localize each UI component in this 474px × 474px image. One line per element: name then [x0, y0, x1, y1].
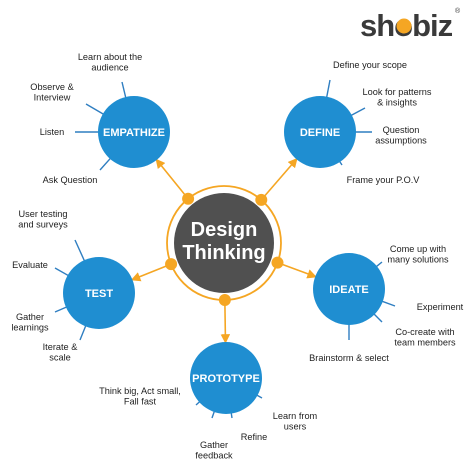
ideate-item-label: Experiment	[417, 302, 464, 312]
prototype-item-label: Refine	[241, 432, 268, 442]
define-connector-arrow	[260, 157, 298, 201]
prototype-label: PROTOTYPE	[192, 373, 260, 385]
spoke-lines	[54, 79, 396, 419]
test-connector-arrow	[130, 263, 172, 282]
ideate-spoke-line	[380, 300, 396, 307]
test-label: TEST	[85, 288, 113, 300]
empathize-spoke-line	[85, 103, 105, 116]
test-spoke-line	[54, 305, 69, 313]
empathize-spoke-line	[121, 81, 127, 100]
logo-dot-icon	[396, 18, 412, 34]
prototype-item-label: Think big, Act small,Fall fast	[99, 386, 181, 407]
empathize-label: EMPATHIZE	[103, 127, 165, 139]
center-circle	[174, 193, 274, 293]
empathize-node: EMPATHIZE	[98, 96, 170, 168]
empathize-item-label: Observe &Interview	[30, 82, 73, 103]
ideate-node: IDEATE	[313, 253, 385, 325]
test-circle	[63, 257, 135, 329]
center-ring	[166, 185, 282, 301]
empathize-item-label: Listen	[40, 127, 65, 137]
empathize-circle	[98, 96, 170, 168]
define-item-label: Define your scope	[333, 60, 407, 70]
empathize-connector-arrow	[155, 158, 189, 200]
empathize-item-label: Ask Question	[43, 175, 98, 185]
prototype-node: PROTOTYPE	[190, 342, 262, 414]
shobiz-logo: shobiz ®	[360, 7, 461, 43]
define-label: DEFINE	[300, 127, 340, 139]
prototype-circle	[190, 342, 262, 414]
test-spoke-line	[74, 239, 86, 263]
test-item-label: Iterate &scale	[43, 342, 78, 363]
test-spoke-line	[54, 267, 70, 277]
define-item-label: Frame your P.O.V	[347, 175, 421, 185]
define-circle	[284, 96, 356, 168]
ideate-label: IDEATE	[329, 284, 369, 296]
center-title-line2: Thinking	[182, 242, 265, 264]
define-item-label: Look for patterns& insights	[363, 87, 432, 108]
logo-registered-mark: ®	[455, 7, 461, 15]
prototype-connector-arrow	[220, 299, 231, 344]
define-spoke-line	[349, 107, 366, 117]
test-node: TEST	[63, 257, 135, 329]
ideate-spoke-line	[372, 312, 383, 323]
test-item-label: Evaluate	[12, 260, 48, 270]
ideate-connector-arrow	[277, 261, 317, 279]
ideate-item-label: Brainstorm & select	[309, 353, 389, 363]
ideate-circle	[313, 253, 385, 325]
define-node: DEFINE	[284, 96, 356, 168]
center-node: Design Thinking	[166, 185, 282, 301]
define-spoke-line	[325, 79, 331, 99]
center-title-line1: Design	[191, 219, 258, 241]
test-spoke-line	[79, 324, 87, 341]
empathize-spoke-line	[99, 156, 112, 171]
